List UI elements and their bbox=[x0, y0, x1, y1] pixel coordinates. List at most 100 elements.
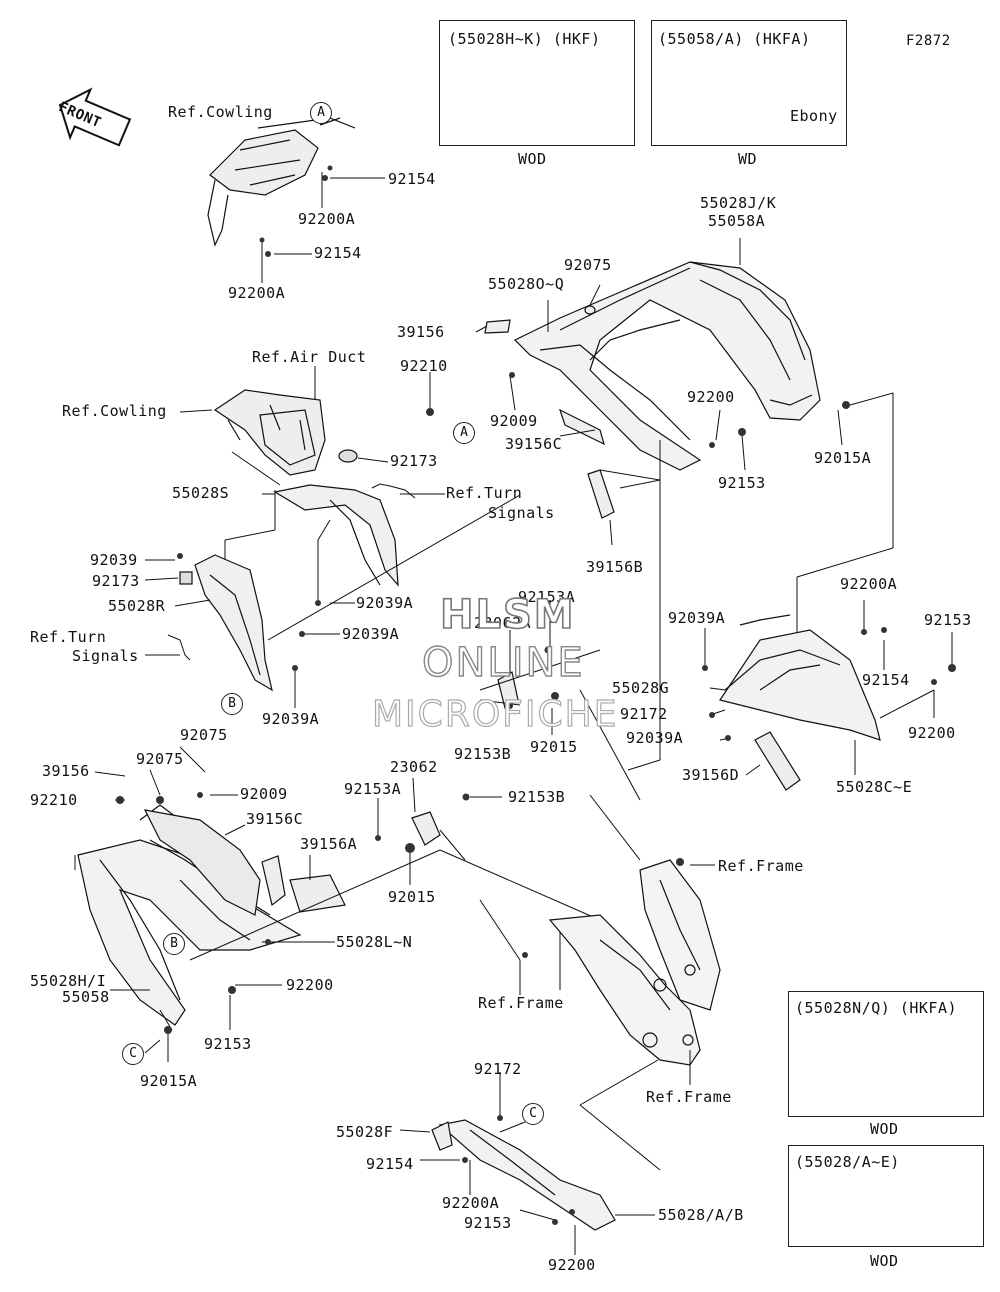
callout-c-lower-left: C bbox=[122, 1043, 144, 1065]
label-92039a-1: 92039A bbox=[356, 594, 414, 612]
label-92154-mid: 92154 bbox=[314, 244, 362, 262]
label-92015-left: 92015 bbox=[388, 888, 436, 906]
label-23062a: 23062A bbox=[474, 614, 532, 632]
label-92200a-mid: 92200A bbox=[228, 284, 286, 302]
label-55028ce: 55028C~E bbox=[836, 778, 913, 796]
label-92153-right: 92153 bbox=[924, 611, 972, 629]
label-39156b: 39156B bbox=[586, 558, 644, 576]
variant-box-55028nq-footer: WOD bbox=[870, 1120, 899, 1138]
bracket-23062a-part bbox=[497, 671, 519, 709]
label-39156-left: 39156 bbox=[42, 762, 90, 780]
label-55028hi: 55028H/I bbox=[30, 972, 107, 990]
callout-b-lower: B bbox=[163, 933, 185, 955]
label-55028g: 55028G bbox=[612, 679, 670, 697]
label-92015a-left: 92015A bbox=[140, 1072, 198, 1090]
label-92200a-top: 92200A bbox=[298, 210, 356, 228]
label-55028jk: 55028J/K bbox=[700, 194, 777, 212]
variant-box-hkfa-header: (55058/A) (HKFA) bbox=[658, 30, 811, 48]
label-55028f: 55028F bbox=[336, 1123, 394, 1141]
label-92172-right: 92172 bbox=[620, 705, 668, 723]
label-39156c-left: 39156C bbox=[246, 810, 304, 828]
label-92200a-right: 92200A bbox=[840, 575, 898, 593]
watermark-line-3: MICROFICHE bbox=[371, 693, 619, 735]
strip-39156c-part bbox=[558, 408, 605, 446]
label-92153b-center: 92153B bbox=[454, 745, 512, 763]
label-ref-cowling-mid: Ref.Cowling bbox=[62, 402, 167, 420]
label-92154-bottom: 92154 bbox=[366, 1155, 414, 1173]
label-92009-center: 92009 bbox=[490, 412, 538, 430]
variant-box-55028a-footer: WOD bbox=[870, 1252, 899, 1270]
label-92015a-center: 92015A bbox=[814, 449, 872, 467]
label-55028s: 55028S bbox=[172, 484, 230, 502]
variant-box-hkfa-note: Ebony bbox=[790, 107, 838, 125]
label-92200-bottom: 92200 bbox=[548, 1256, 596, 1274]
variant-box-55028nq-header: (55028N/Q) (HKFA) bbox=[795, 999, 958, 1017]
variant-box-55028a bbox=[788, 1145, 984, 1247]
upper-cowling-ref-part bbox=[207, 117, 356, 247]
label-92154-right: 92154 bbox=[862, 671, 910, 689]
label-ref-air-duct: Ref.Air Duct bbox=[252, 348, 367, 366]
label-39156d: 39156D bbox=[682, 766, 740, 784]
label-92075-center: 92075 bbox=[564, 256, 612, 274]
inner-panel-55028l-part bbox=[143, 809, 261, 916]
lower-cowling-55028c-part bbox=[719, 614, 881, 741]
label-92173-left: 92173 bbox=[92, 572, 140, 590]
variant-box-hkf-footer: WOD bbox=[518, 150, 547, 168]
label-92200-right: 92200 bbox=[908, 724, 956, 742]
watermark-line-2: ONLINE bbox=[421, 639, 585, 686]
label-92039a-right2: 92039A bbox=[626, 729, 684, 747]
label-92153-bottom: 92153 bbox=[464, 1214, 512, 1232]
label-92039a-3: 92039A bbox=[262, 710, 320, 728]
label-ref-frame-3: Ref.Frame bbox=[646, 1088, 732, 1106]
label-39156a: 39156A bbox=[300, 835, 358, 853]
label-92039a-2: 92039A bbox=[342, 625, 400, 643]
lower-cover-55028ab-part bbox=[438, 1119, 616, 1231]
label-92173-mid: 92173 bbox=[390, 452, 438, 470]
label-92153b-left: 92153B bbox=[508, 788, 566, 806]
inner-cover-55028r-part bbox=[179, 554, 273, 692]
label-92154-top: 92154 bbox=[388, 170, 436, 188]
frame-ref-part bbox=[548, 859, 721, 1066]
callout-b-upper: B bbox=[221, 693, 243, 715]
label-92210-center: 92210 bbox=[400, 357, 448, 375]
label-92075-left: 92075 bbox=[136, 750, 184, 768]
label-39156c-center: 39156C bbox=[505, 435, 563, 453]
label-92153a-left: 92153A bbox=[344, 780, 402, 798]
watermark-line-1: HLSM bbox=[439, 591, 576, 639]
variant-box-hkfa bbox=[651, 20, 847, 146]
variant-box-hkf-header: (55028H~K) (HKF) bbox=[448, 30, 601, 48]
label-ref-cowling-top: Ref.Cowling bbox=[168, 103, 273, 121]
strip-39156c-lower-part bbox=[261, 855, 286, 907]
label-39156-center: 39156 bbox=[397, 323, 445, 341]
label-92210-left: 92210 bbox=[30, 791, 78, 809]
label-92039a-right: 92039A bbox=[668, 609, 726, 627]
label-92009-left: 92009 bbox=[240, 785, 288, 803]
label-92075-left-top: 92075 bbox=[180, 726, 228, 744]
label-92172-bottom: 92172 bbox=[474, 1060, 522, 1078]
strip-39156d-part bbox=[754, 731, 801, 791]
variant-box-hkf bbox=[439, 20, 635, 146]
label-55028r: 55028R bbox=[108, 597, 166, 615]
label-ref-turn-1: Ref.Turn bbox=[446, 484, 523, 502]
label-92039: 92039 bbox=[90, 551, 138, 569]
label-92200a-bottom: 92200A bbox=[442, 1194, 500, 1212]
variant-box-55028a-header: (55028/A~E) bbox=[795, 1153, 900, 1171]
label-signals-1: Signals bbox=[488, 504, 555, 522]
inner-cover-55028s-part bbox=[273, 484, 399, 587]
pad-39156a-part bbox=[289, 874, 346, 913]
label-92153-center: 92153 bbox=[718, 474, 766, 492]
label-55028ab: 55028/A/B bbox=[658, 1206, 744, 1224]
label-55028oq: 55028O~Q bbox=[488, 275, 565, 293]
label-55058: 55058 bbox=[62, 988, 110, 1006]
bracket-23062-part bbox=[411, 811, 441, 846]
label-ref-frame-1: Ref.Frame bbox=[718, 857, 804, 875]
label-92015-center: 92015 bbox=[530, 738, 578, 756]
front-arrow-icon bbox=[58, 87, 132, 147]
pad-39156-part bbox=[484, 319, 511, 334]
label-ref-turn-2: Ref.Turn bbox=[30, 628, 107, 646]
label-92200-left: 92200 bbox=[286, 976, 334, 994]
strip-39156b-part bbox=[587, 469, 615, 519]
grommet-92075-part bbox=[584, 305, 596, 315]
variant-box-55028nq bbox=[788, 991, 984, 1117]
